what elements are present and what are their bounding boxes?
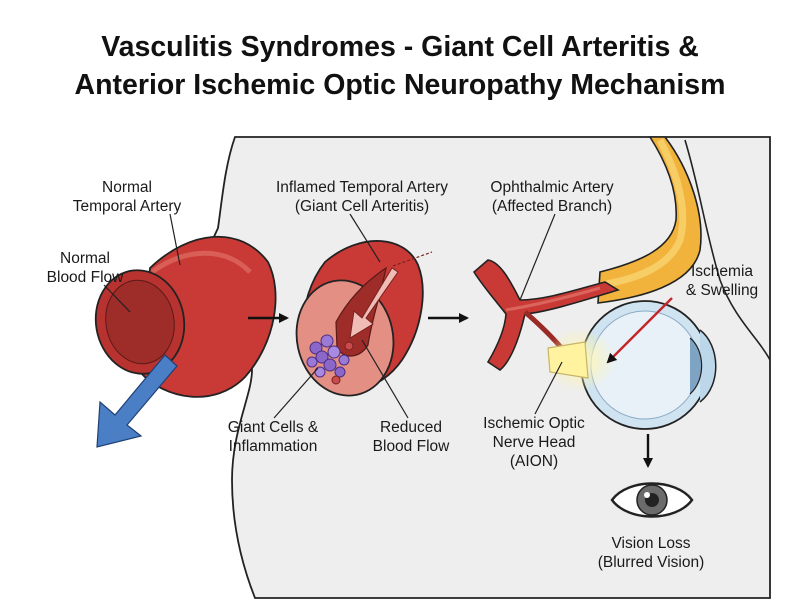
narrowed-lumen — [335, 266, 387, 357]
label-ischemia-line-2: & Swelling — [686, 282, 758, 299]
normal-temporal-artery — [94, 235, 277, 398]
label-inflamed-artery-line-2: (Giant Cell Arteritis) — [295, 198, 429, 215]
label-vision-loss: Vision Loss (Blurred Vision) — [598, 535, 705, 571]
label-giant-cells-line-2: Inflammation — [229, 438, 318, 455]
label-giant-cells: Giant Cells & Inflammation — [228, 419, 319, 455]
label-optic-nerve-line-3: (AION) — [510, 453, 558, 470]
label-vision-loss-line-2: (Blurred Vision) — [598, 554, 705, 571]
label-ophthalmic-artery-line-1: Ophthalmic Artery — [490, 179, 613, 196]
label-reduced-flow: Reduced Blood Flow — [373, 419, 450, 455]
label-ischemia-line-1: Ischemia — [691, 263, 753, 280]
label-optic-nerve-line-1: Ischemic Optic — [483, 415, 585, 432]
label-giant-cells-line-1: Giant Cells & — [228, 419, 319, 436]
title-line-1: Vasculitis Syndromes - Giant Cell Arteri… — [101, 31, 699, 63]
ischemia-pointer — [606, 297, 673, 364]
eyeball — [580, 300, 717, 430]
label-reduced-flow-line-1: Reduced — [380, 419, 442, 436]
label-ophthalmic-artery: Ophthalmic Artery (Affected Branch) — [490, 179, 613, 215]
label-ophthalmic-artery-line-2: (Affected Branch) — [492, 198, 612, 215]
label-reduced-flow-line-2: Blood Flow — [373, 438, 450, 455]
label-ischemia: Ischemia & Swelling — [686, 263, 758, 299]
label-normal-flow-line-1: Normal — [60, 250, 110, 267]
label-normal-flow: Normal Blood Flow — [47, 250, 124, 286]
reduced-flow-arrow — [349, 267, 399, 339]
label-optic-nerve-line-2: Nerve Head — [493, 434, 576, 451]
blurred-eye-icon — [600, 474, 704, 526]
label-normal-artery-line-2: Temporal Artery — [73, 198, 182, 215]
label-vision-loss-line-1: Vision Loss — [612, 535, 691, 552]
label-normal-flow-line-2: Blood Flow — [47, 269, 124, 286]
giant-cells-cluster — [306, 334, 354, 385]
label-optic-nerve: Ischemic Optic Nerve Head (AION) — [483, 415, 585, 470]
leader-lines — [103, 213, 563, 419]
label-inflamed-artery-line-1: Inflamed Temporal Artery — [276, 179, 448, 196]
label-normal-artery-line-1: Normal — [102, 179, 152, 196]
normal-flow-arrow — [96, 354, 178, 448]
face-profile-line — [684, 139, 771, 361]
label-normal-artery: Normal Temporal Artery — [73, 179, 182, 215]
optic-nerve — [547, 341, 589, 379]
title-line-2: Anterior Ischemic Optic Neuropathy Mecha… — [74, 69, 726, 101]
diagram-title: Vasculitis Syndromes - Giant Cell Arteri… — [0, 28, 800, 104]
label-inflamed-artery: Inflamed Temporal Artery (Giant Cell Art… — [276, 179, 448, 215]
